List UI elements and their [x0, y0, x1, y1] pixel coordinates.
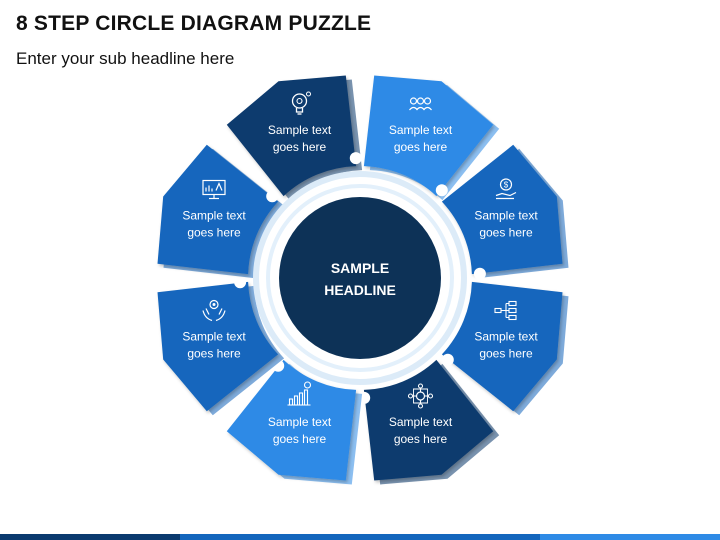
step-1-text-line2: goes here [273, 140, 327, 154]
puzzle-piece-7 [157, 281, 279, 412]
slide-title: 8 STEP CIRCLE DIAGRAM PUZZLE [16, 12, 372, 35]
puzzle-piece-4 [441, 281, 563, 412]
network-user-icon [407, 383, 434, 409]
step-8-text-line1: Sample text [182, 209, 246, 223]
puzzle-piece-2 [363, 75, 494, 197]
step-3-text-line1: Sample text [474, 209, 538, 223]
step-7-text-line1: Sample text [182, 330, 246, 344]
growth-chart-icon [287, 381, 312, 406]
step-4-text-line2: goes here [479, 347, 533, 361]
puzzle-piece-6 [226, 359, 357, 481]
step-8-text-line2: goes here [187, 226, 241, 240]
puzzle-piece-5 [363, 359, 494, 481]
step-7-text-line2: goes here [187, 347, 241, 361]
bottom-accent-bar [0, 534, 720, 540]
puzzle-knob [441, 353, 454, 366]
puzzle-knob [349, 152, 362, 165]
step-1-text-line1: Sample text [268, 123, 332, 137]
step-2-text-line2: goes here [394, 140, 448, 154]
puzzle-knob [234, 276, 247, 289]
center-circle [279, 197, 441, 359]
lightbulb-gear-icon [291, 91, 311, 115]
slide-subtitle: Enter your sub headline here [16, 49, 235, 68]
puzzle-knob [266, 190, 279, 203]
puzzle-knob [473, 267, 486, 280]
puzzle-piece-1 [226, 75, 357, 197]
step-5-text-line1: Sample text [389, 415, 453, 429]
dollar-hand-icon: $ [495, 178, 517, 200]
step-4-text-line1: Sample text [474, 330, 538, 344]
monitor-analytics-icon [202, 179, 226, 200]
step-6-text-line2: goes here [273, 432, 327, 446]
center-headline-line1: SAMPLE [331, 260, 389, 276]
step-3-text-line2: goes here [479, 226, 533, 240]
step-6-text-line1: Sample text [268, 415, 332, 429]
outer-ring [253, 171, 467, 385]
center-headline-line2: HEADLINE [324, 282, 396, 298]
step-5-text-line2: goes here [394, 432, 448, 446]
step-2-text-line1: Sample text [389, 123, 453, 137]
svg-text:$: $ [504, 181, 509, 190]
puzzle-knob [435, 184, 448, 197]
hands-gears-icon [202, 299, 226, 322]
flowchart-icon [494, 300, 517, 321]
team-group-icon [409, 97, 432, 111]
puzzle-piece-3 [441, 144, 563, 275]
puzzle-piece-8 [157, 144, 279, 275]
